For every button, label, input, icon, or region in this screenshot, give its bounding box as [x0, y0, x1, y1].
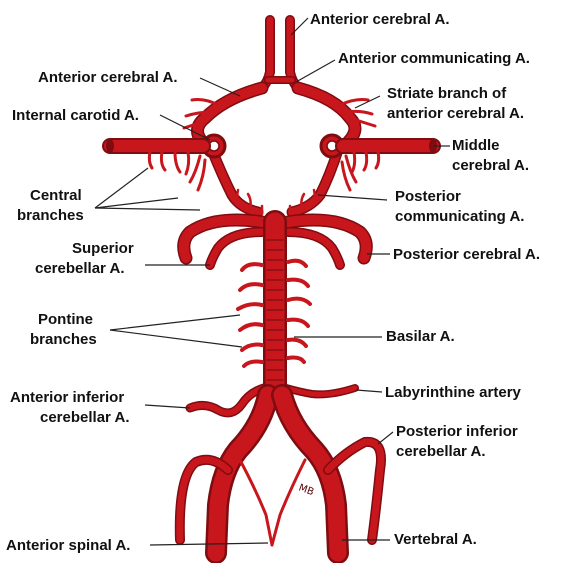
label-vertebral: Vertebral A.: [394, 531, 477, 548]
label-anterior-cerebral-top: Anterior cerebral A.: [310, 11, 450, 28]
label-middle-cerebral-2: cerebral A.: [452, 157, 529, 174]
label-striate-branch-1: Striate branch of: [387, 85, 507, 102]
label-striate-branch-2: anterior cerebral A.: [387, 105, 524, 122]
anterior-spinal-artery: [240, 460, 305, 545]
label-anterior-communicating: Anterior communicating A.: [338, 50, 530, 67]
label-pontine-branches-2: branches: [30, 331, 97, 348]
label-aica-2: cerebellar A.: [40, 409, 130, 426]
label-labyrinthine: Labyrinthine artery: [385, 384, 522, 401]
label-central-branches-2: branches: [17, 207, 84, 224]
label-middle-cerebral-1: Middle: [452, 137, 500, 154]
label-central-branches-1: Central: [30, 187, 82, 204]
label-pica-1: Posterior inferior: [396, 423, 518, 440]
label-pontine-branches-1: Pontine: [38, 311, 93, 328]
label-superior-cerebellar-2: cerebellar A.: [35, 260, 125, 277]
signature: MB: [297, 482, 315, 498]
label-internal-carotid: Internal carotid A.: [12, 107, 139, 124]
middle-cerebral-right: [343, 139, 437, 153]
label-pica-2: cerebellar A.: [396, 443, 486, 460]
label-anterior-cerebral-left: Anterior cerebral A.: [38, 69, 178, 86]
label-aica-1: Anterior inferior: [10, 389, 124, 406]
label-basilar: Basilar A.: [386, 328, 455, 345]
label-posterior-communicating-1: Posterior: [395, 188, 461, 205]
anterior-cerebral-arteries: [262, 20, 298, 88]
label-posterior-cerebral: Posterior cerebral A.: [393, 246, 540, 263]
label-superior-cerebellar-1: Superior: [72, 240, 134, 257]
label-posterior-communicating-2: communicating A.: [395, 208, 524, 225]
central-branches: [149, 152, 378, 190]
label-anterior-spinal: Anterior spinal A.: [6, 537, 130, 554]
